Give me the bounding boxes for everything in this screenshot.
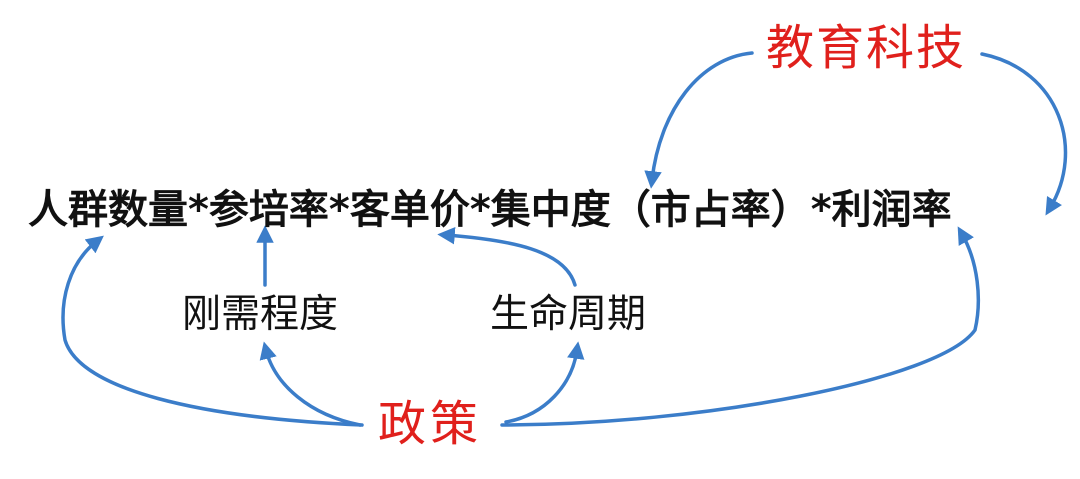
arrow-edtech-to-profit (980, 52, 1068, 216)
policy-node: 政策 (378, 396, 483, 452)
lifecycle-node: 生命周期 (490, 292, 647, 337)
arrow-policy-to-profit (500, 226, 981, 427)
arrow-policy-to-need (259, 341, 362, 427)
arrow-edtech-to-concentration (644, 51, 754, 189)
arrow-policy-to-lifecycle (504, 341, 585, 424)
need-degree-node: 刚需程度 (182, 292, 339, 337)
edtech-node: 教育科技 (766, 20, 967, 76)
arrow-lifecycle-to-price (437, 226, 577, 287)
arrow-policy-to-population (61, 235, 364, 427)
formula-text: 人群数量*参培率*客单价*集中度（市占率）*利润率 (28, 187, 952, 233)
